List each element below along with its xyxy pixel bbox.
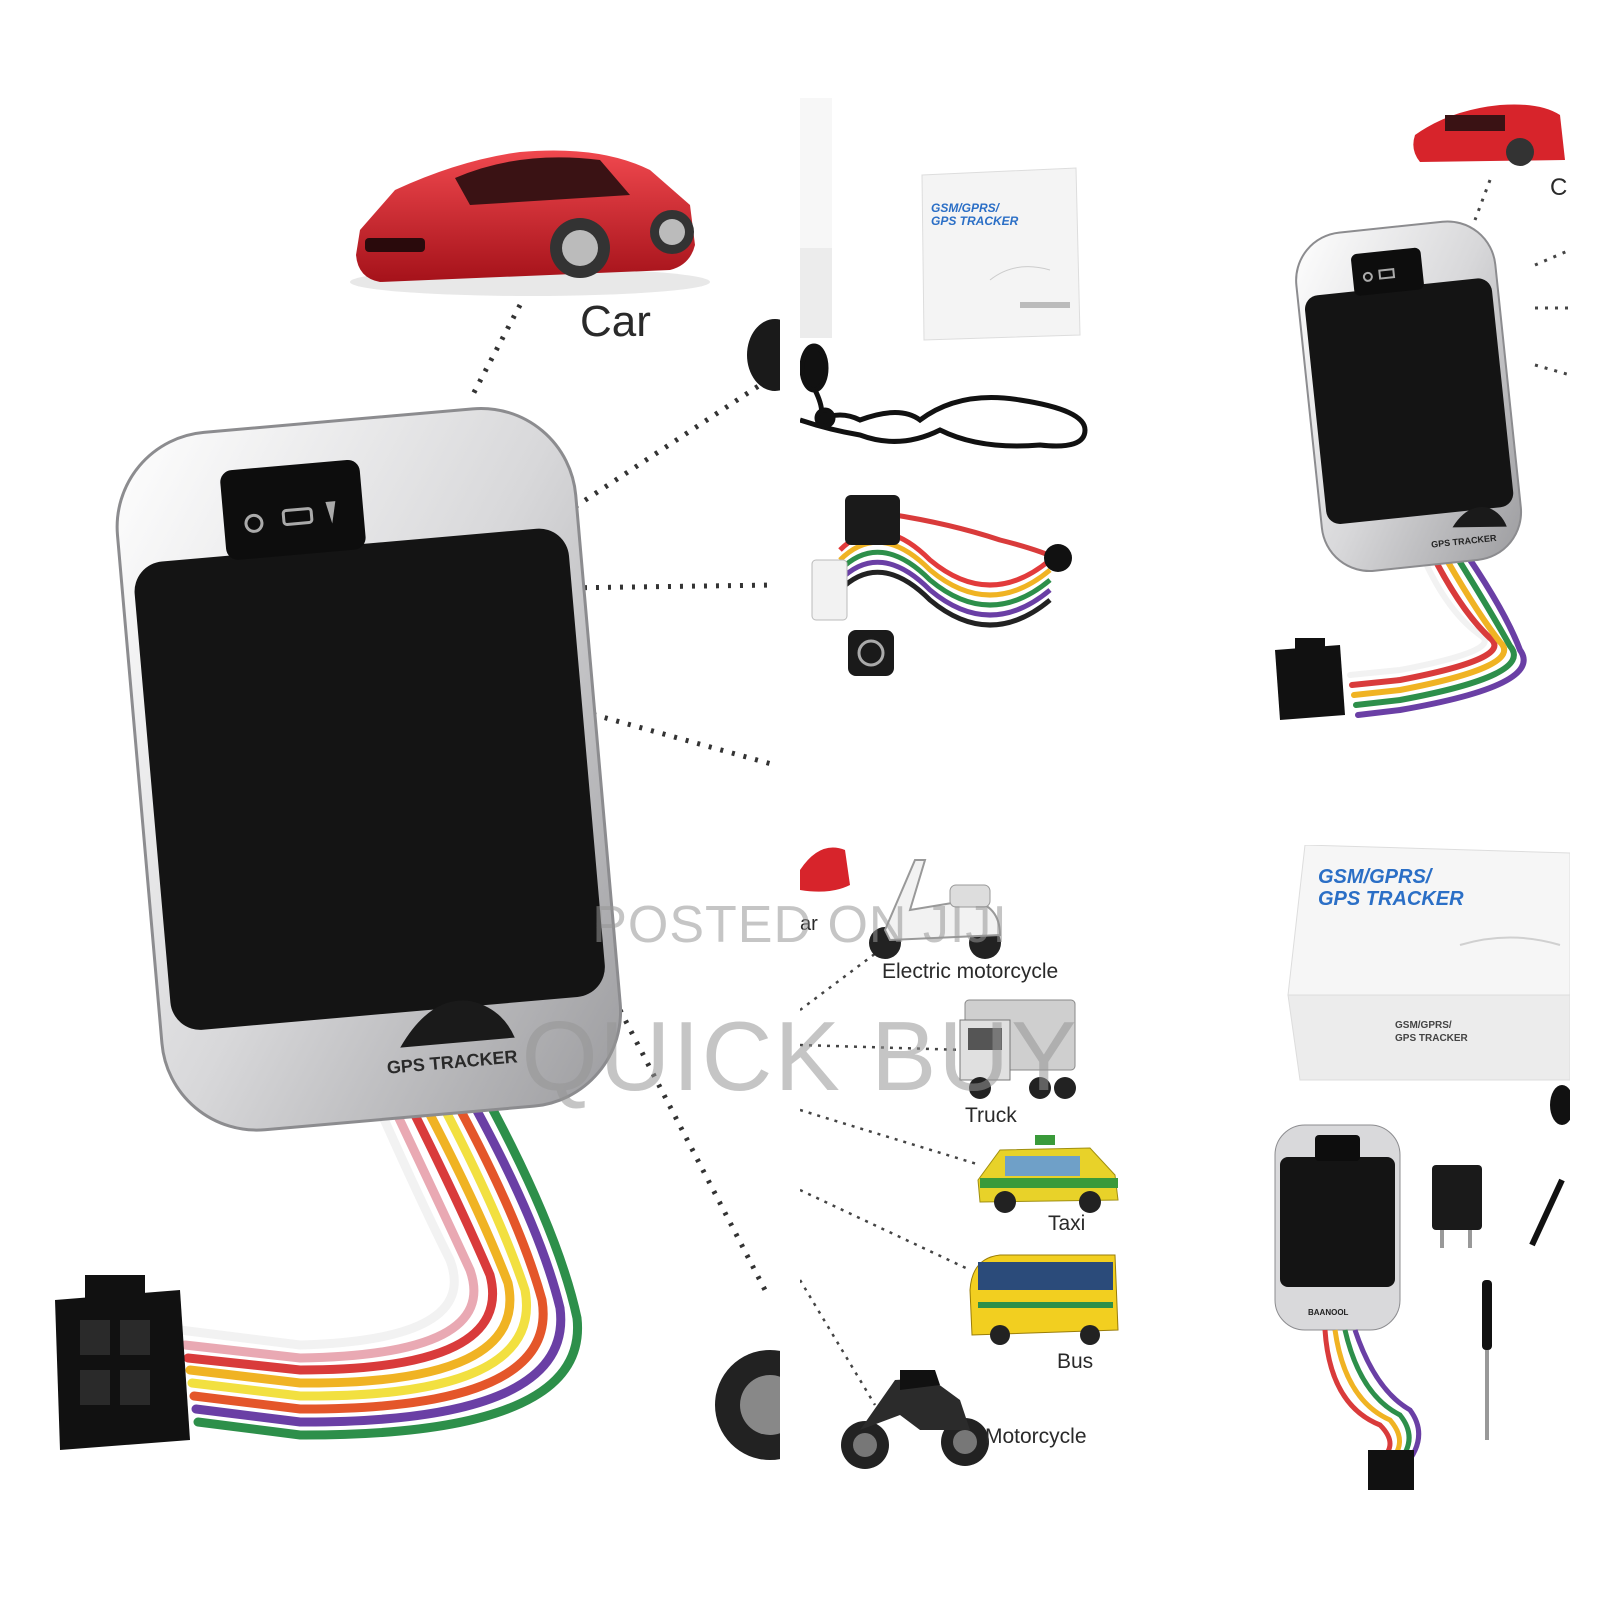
small-connector-icon [1368, 1450, 1414, 1490]
middle-top-panel: GSM/GPRS/ GPS TRACKER [800, 90, 1110, 720]
vehicle-label-motorcycle: Motorcycle [985, 1425, 1087, 1448]
sos-button-icon [848, 630, 894, 676]
gps-led-icon [244, 513, 264, 533]
partial-accessory [715, 319, 780, 1460]
dotted-connectors [467, 303, 776, 1292]
taxi-icon [977, 1135, 1119, 1213]
small-gps-device: BAANOOL [1274, 1124, 1401, 1331]
bus-icon [969, 1254, 1119, 1345]
small-device-logo-text: BAANOOL [1308, 1308, 1349, 1317]
relay-module-icon [1432, 1165, 1482, 1248]
microphone-cable-icon [800, 343, 1088, 449]
connector-plug-icon [55, 1275, 190, 1450]
right-partial-label: C [1550, 174, 1567, 201]
package-contents-image: GSM/GPRS/ GPS TRACKER GSM/GPRS/ GPS TRAC… [1274, 845, 1570, 1490]
power-led-icon [281, 507, 314, 526]
vehicle-label-bus: Bus [1057, 1350, 1093, 1373]
retail-box: GSM/GPRS/ GPS TRACKER GSM/GPRS/ GPS TRAC… [1287, 845, 1570, 1081]
electric-scooter-icon [869, 859, 1002, 959]
right-bottom-panel: GSM/GPRS/ GPS TRACKER GSM/GPRS/ GPS TRAC… [1270, 845, 1570, 1505]
wire-harness [175, 1090, 583, 1440]
vehicle-label-truck: Truck [965, 1104, 1017, 1127]
box-title-line2: GPS TRACKER [1318, 888, 1464, 910]
box-side-line2: GPS TRACKER [1395, 1033, 1469, 1044]
signal-led-icon [325, 501, 336, 524]
manual-title-line1: GSM/GPRS/ [931, 201, 1001, 215]
gps-tracker-device: GPS TRACKER [115, 406, 623, 1132]
manual-title-line2: GPS TRACKER [931, 214, 1019, 228]
middle-bottom-panel: ar Electric motorcycle Truck [800, 830, 1120, 1510]
partial-car-label: ar [800, 913, 818, 935]
truck-icon [959, 999, 1076, 1099]
screwdriver-icon [1482, 1280, 1492, 1440]
right-top-panel: C GPS TRACKER [1270, 90, 1570, 750]
manual-booklet: GSM/GPRS/ GPS TRACKER [921, 167, 1081, 341]
box-side-line1: GSM/GPRS/ [1395, 1020, 1452, 1031]
partial-car-icon [800, 847, 850, 892]
microphone-icon [1529, 1085, 1570, 1247]
relay-icon [845, 495, 900, 545]
right-connector-plug-icon [1275, 638, 1345, 720]
right-red-car-icon [1413, 104, 1565, 166]
vehicle-types-image: ar Electric motorcycle Truck [800, 847, 1119, 1469]
vehicle-label-taxi: Taxi [1048, 1212, 1085, 1235]
right-wires [1347, 542, 1527, 718]
tracker-logo-icon [400, 1000, 515, 1048]
accessories-image: GSM/GPRS/ GPS TRACKER [800, 98, 1088, 676]
car-label: Car [580, 297, 651, 346]
small-device-wires [1322, 1329, 1422, 1469]
right-gps-device: GPS TRACKER [1295, 220, 1523, 572]
motorcycle-icon [841, 1370, 989, 1469]
left-panel: Car [0, 0, 780, 1600]
red-car-icon [350, 150, 710, 296]
right-device-image: C GPS TRACKER [1275, 104, 1570, 720]
vehicle-label-electric-motorcycle: Electric motorcycle [882, 960, 1058, 983]
vehicle-dotted-lines [800, 949, 981, 1406]
box-title-line1: GSM/GPRS/ [1318, 866, 1434, 888]
left-product-image: Car [55, 150, 780, 1460]
right-dotted-lines [1473, 179, 1570, 377]
